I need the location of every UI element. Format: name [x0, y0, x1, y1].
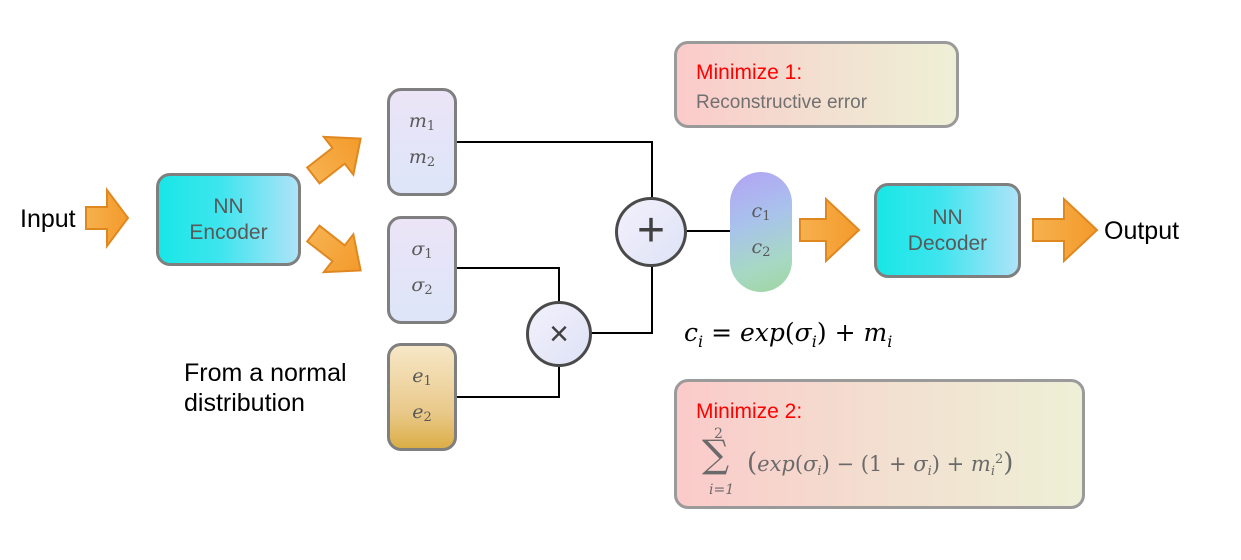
e-vector: e1 e2 [387, 343, 457, 451]
m-symbol-2: m [408, 146, 427, 168]
m-index-1: 1 [426, 119, 436, 134]
encoder-line1: NN [213, 194, 244, 218]
kl-sum-upper: 2 [714, 426, 723, 442]
output-arrow [1032, 196, 1099, 264]
nn-encoder: NN Encoder [156, 173, 301, 266]
kl-sum-sign: ∑ [702, 432, 730, 476]
input-label: Input [20, 205, 76, 233]
formula-lparen: ( [784, 318, 795, 347]
formula-exp: exp [739, 318, 785, 347]
reparameterization-formula: ci = exp(σi) + mi [684, 318, 892, 351]
e-symbol-1: e [412, 365, 424, 387]
minimize-1-title: Minimize 1: [696, 61, 803, 84]
expr-middle: ) − (1 + [821, 452, 914, 476]
m-index-2: 2 [426, 155, 436, 170]
normal-label-line1: From a normal [184, 359, 347, 387]
formula-m: m [863, 318, 888, 347]
formula-plus: + [826, 318, 864, 347]
c-index-1: 1 [762, 209, 771, 224]
expr-square: 2 [994, 452, 1004, 467]
minimize-2-title: Minimize 2: [696, 400, 803, 423]
m-symbol-1: m [408, 110, 427, 132]
e-symbol-2: e [412, 401, 424, 423]
e-index-2: 2 [423, 410, 432, 425]
expr-close: ) [1003, 448, 1014, 478]
formula-equals: = [703, 318, 740, 347]
sigma-vector: σ1 σ2 [387, 216, 457, 324]
expr-close-plus: ) + [931, 452, 971, 476]
encoder-to-m-arrow [305, 135, 362, 185]
normal-distribution-label: From a normal distribution [184, 358, 347, 418]
e-index-1: 1 [423, 374, 432, 389]
formula-sigma: σ [794, 318, 812, 347]
wire-sigma-to-multiply [455, 267, 560, 301]
plus-symbol: + [636, 203, 666, 257]
formula-m-sub: i [887, 332, 893, 351]
expr-m: m [970, 452, 991, 476]
c-symbol-1: c [751, 200, 763, 222]
wire-m-to-add [455, 141, 653, 197]
times-symbol: × [549, 314, 569, 353]
expr-sigma: σ [803, 452, 818, 476]
kl-divergence-expr: (exp(σi) − (1 + σi) + mi2) [747, 448, 1014, 479]
normal-label-line2: distribution [184, 389, 305, 417]
kl-sum-lower: i=1 [709, 482, 735, 498]
encoder-to-sigma-arrow [305, 224, 362, 274]
formula-rparen: ) [816, 318, 827, 347]
minimize-1-text: Reconstructive error [696, 92, 868, 113]
minimize-2-box: Minimize 2: 2 ∑ i=1 (exp(σi) − (1 + σi) … [674, 379, 1085, 509]
formula-c: c [684, 318, 699, 347]
expr-open: ( [747, 448, 758, 478]
input-arrow [85, 187, 130, 249]
sigma-symbol-2: σ [411, 274, 425, 296]
sigma-symbol-1: σ [411, 238, 425, 260]
wire-multiply-to-add [591, 265, 653, 334]
formula-sigma-sub: i [811, 332, 817, 351]
c-index-2: 2 [762, 245, 771, 260]
c-to-decoder-arrow [799, 196, 861, 264]
output-label: Output [1104, 217, 1180, 245]
nn-decoder: NN Decoder [874, 183, 1021, 278]
m-vector: m1 m2 [387, 88, 457, 196]
expr-exp: exp [757, 452, 795, 476]
sigma-index-1: 1 [424, 247, 433, 262]
wire-e-to-multiply [455, 365, 560, 398]
formula-c-sub: i [698, 332, 704, 351]
decoder-line1: NN [932, 205, 963, 229]
add-operator: + [615, 197, 687, 267]
c-symbol-2: c [751, 236, 763, 258]
decoder-line2: Decoder [907, 231, 988, 255]
c-vector: c1 c2 [730, 172, 792, 292]
expr-sigma-2: σ [913, 452, 928, 476]
minimize-1-box: Minimize 1: Reconstructive error [674, 41, 959, 128]
sigma-index-2: 2 [424, 283, 433, 298]
encoder-line2: Encoder [189, 220, 268, 244]
multiply-operator: × [526, 301, 592, 367]
